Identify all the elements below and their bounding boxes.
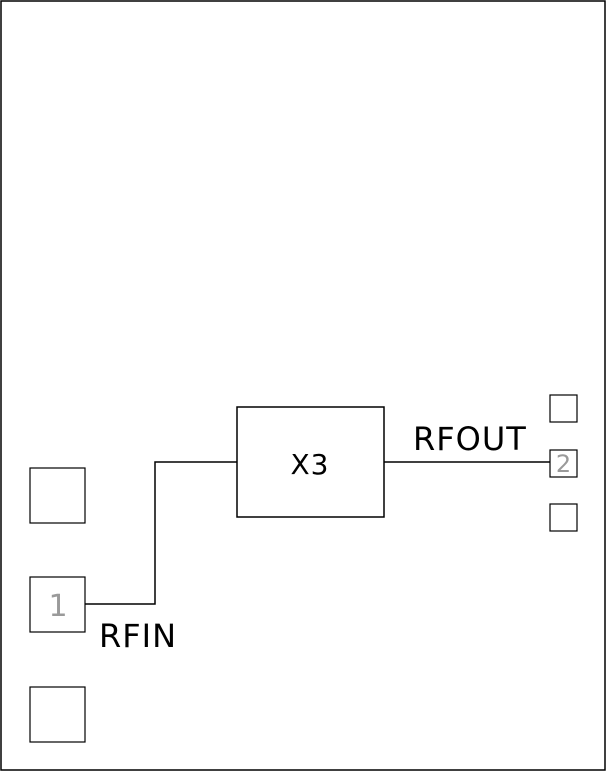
output-pin-number: 2 <box>556 450 571 478</box>
right-pad-bottom <box>549 503 578 532</box>
output-pin-pad <box>549 449 578 478</box>
left-pad-top <box>29 467 86 524</box>
output-net-label: RFOUT <box>413 420 527 458</box>
input-pin-pad <box>29 576 86 633</box>
input-net-label: RFIN <box>99 617 177 655</box>
component-block <box>236 406 385 518</box>
input-pin-number: 1 <box>48 589 67 624</box>
left-pad-bottom <box>29 686 86 743</box>
right-pad-top <box>549 394 578 423</box>
input-wire <box>85 461 237 605</box>
block-label: X3 <box>291 448 330 481</box>
